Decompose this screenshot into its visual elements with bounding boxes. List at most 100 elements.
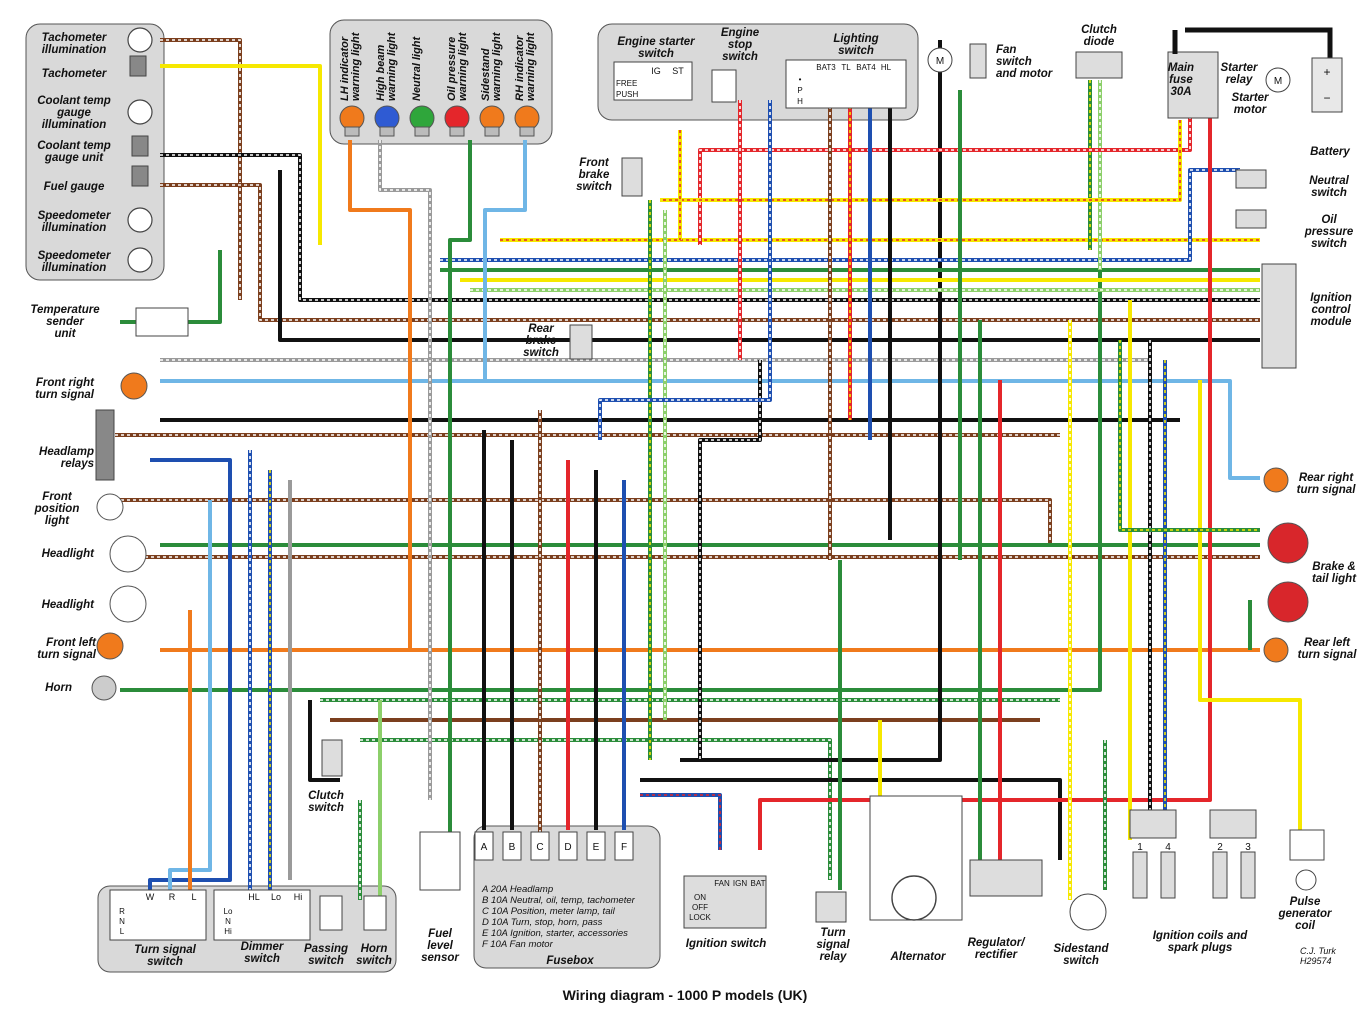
ignition-row-ON: ON bbox=[694, 893, 706, 902]
fan-motor bbox=[927, 47, 953, 73]
wl-label-neutral: Neutral light bbox=[411, 36, 423, 101]
rear-brake-label: Rear brake switch bbox=[523, 323, 559, 359]
fuse-A bbox=[474, 831, 494, 861]
fan-switch-label: Fan switch and motor bbox=[996, 44, 1053, 80]
dimmer-switch-table bbox=[213, 889, 311, 941]
warning-light-6 bbox=[514, 105, 540, 131]
fusebox-label: Fusebox bbox=[546, 955, 594, 967]
speedo-illum-label-2: Speedometer illumination bbox=[37, 250, 111, 274]
turn-signal-switch-label: Turn signal switch bbox=[134, 944, 196, 968]
coolant-illum-label: Coolant temp gauge illumination bbox=[37, 95, 111, 131]
rear-left-turn-bulb bbox=[1263, 637, 1289, 663]
battery-label: Battery bbox=[1310, 146, 1350, 158]
wire-blue-tsw bbox=[148, 458, 232, 900]
ignition-col-FAN: FAN bbox=[714, 879, 730, 888]
wl-label-lh: LH indicator warning light bbox=[339, 32, 362, 101]
clutch-switch-label: Clutch switch bbox=[308, 790, 344, 814]
coolant-unit-label: Coolant temp gauge unit bbox=[37, 140, 111, 164]
tacho-illum-label: Tachometer illumination bbox=[41, 32, 107, 56]
rear-right-turn-bulb bbox=[1263, 467, 1289, 493]
cluster-bulb-2 bbox=[127, 99, 153, 125]
engine-stop-switch bbox=[711, 69, 737, 103]
dimmer-row-2: Hi bbox=[224, 927, 232, 936]
spark-plug-4 bbox=[1160, 851, 1176, 899]
starter-relay-label: Starter relay bbox=[1220, 62, 1258, 86]
wire-brown-pos bbox=[115, 498, 1052, 545]
front-position-label: Front position light bbox=[34, 491, 80, 527]
front-position-bulb bbox=[96, 493, 124, 521]
lighting-switch-table bbox=[785, 59, 907, 109]
warning-light-3 bbox=[409, 105, 435, 131]
tacho-label: Tachometer bbox=[41, 68, 107, 80]
fuse-row-A: A 20A Headlamp bbox=[482, 884, 554, 895]
lighting-row-2: H bbox=[797, 97, 803, 106]
headlight-label-1: Headlight bbox=[41, 548, 94, 560]
wire-black-clutch bbox=[308, 700, 340, 782]
starter-col-ST: ST bbox=[672, 66, 684, 76]
headlamp-relays bbox=[95, 409, 115, 481]
dimmer-col-HL: HL bbox=[248, 892, 260, 902]
starter-row-FREE: FREE bbox=[616, 79, 637, 88]
headlight-bulb-2 bbox=[109, 585, 147, 623]
brake-tail-label: Brake & tail light bbox=[1311, 561, 1357, 585]
fuse-row-B: B 10A Neutral, oil, temp, tachometer bbox=[482, 895, 635, 906]
alternator bbox=[891, 875, 937, 921]
oil-pressure-switch bbox=[1235, 209, 1267, 229]
battery-cable bbox=[1172, 27, 1333, 60]
wire-lightblue-frt bbox=[160, 379, 1260, 480]
lighting-row-0: • bbox=[799, 75, 802, 84]
warning-light-5 bbox=[479, 105, 505, 131]
horn-switch bbox=[363, 895, 387, 931]
fuse-row-E: E 10A Ignition, starter, accessories bbox=[482, 928, 628, 939]
headlight-label-2: Headlight bbox=[41, 599, 94, 611]
wire-yellow-pulse bbox=[1198, 380, 1302, 860]
horn-label: Horn bbox=[45, 682, 72, 694]
rear-right-turn-label: Rear right turn signal bbox=[1296, 472, 1356, 496]
neutral-switch bbox=[1235, 169, 1267, 189]
ignition-switch-label: Ignition switch bbox=[685, 938, 767, 950]
fuse-E bbox=[586, 831, 606, 861]
fuse-letter-C: C bbox=[536, 842, 543, 853]
icm-label: Ignition control module bbox=[1310, 292, 1352, 328]
turn-signal-relay-label: Turn signal relay bbox=[816, 927, 850, 963]
alternator-label: Alternator bbox=[890, 951, 946, 963]
starter-motor bbox=[1265, 67, 1291, 93]
front-left-turn-label: Front left turn signal bbox=[37, 637, 96, 661]
fuse-F bbox=[614, 831, 634, 861]
turn-col-L: L bbox=[191, 892, 196, 902]
ignition-control-module bbox=[1261, 263, 1297, 369]
wl-label-oil: Oil pressure warning light bbox=[446, 32, 469, 101]
lighting-col-HL: HL bbox=[881, 63, 892, 72]
oil-pressure-switch-label: Oil pressure switch bbox=[1304, 214, 1354, 250]
headlight-bulb-1 bbox=[109, 535, 147, 573]
fuse-row-F: F 10A Fan motor bbox=[482, 939, 553, 950]
dimmer-row-1: N bbox=[225, 917, 231, 926]
wl-label-rh: RH indicator warning light bbox=[514, 32, 537, 101]
clutch-diode-label: Clutch diode bbox=[1081, 24, 1117, 48]
fuel-gauge-label: Fuel gauge bbox=[43, 181, 105, 193]
regulator-rectifier bbox=[969, 859, 1043, 897]
clutch-switch bbox=[321, 739, 343, 777]
wire-orange-vert bbox=[348, 140, 412, 650]
credit: C.J. Turk bbox=[1300, 946, 1336, 956]
engine-starter-label: Engine starter switch bbox=[617, 36, 695, 60]
ignition-col-BAT: BAT bbox=[751, 879, 766, 888]
wire-brown-top bbox=[160, 38, 242, 300]
fuse-row-D: D 10A Turn, stop, horn, pass bbox=[482, 917, 603, 928]
pulse-coil-housing bbox=[1289, 829, 1325, 861]
clutch-diode bbox=[1075, 51, 1123, 79]
turn-row-2: L bbox=[120, 927, 125, 936]
pulse-coil-label: Pulse generator coil bbox=[1278, 896, 1332, 932]
wl-label-sidestand: Sidestand warning light bbox=[480, 32, 503, 101]
tail-light-bulb bbox=[1267, 581, 1309, 623]
front-brake-label: Front brake switch bbox=[576, 157, 612, 193]
horn bbox=[91, 675, 117, 701]
sidestand-switch-label: Sidestand switch bbox=[1053, 943, 1109, 967]
wire-black-bot bbox=[640, 778, 1062, 860]
fuel-level-sensor bbox=[419, 831, 461, 891]
starter-motor-label: Starter motor bbox=[1231, 92, 1269, 116]
fuse-row-C: C 10A Position, meter lamp, tail bbox=[482, 906, 615, 917]
speedo-illum-label-1: Speedometer illumination bbox=[37, 210, 111, 234]
front-left-turn-bulb bbox=[96, 632, 124, 660]
